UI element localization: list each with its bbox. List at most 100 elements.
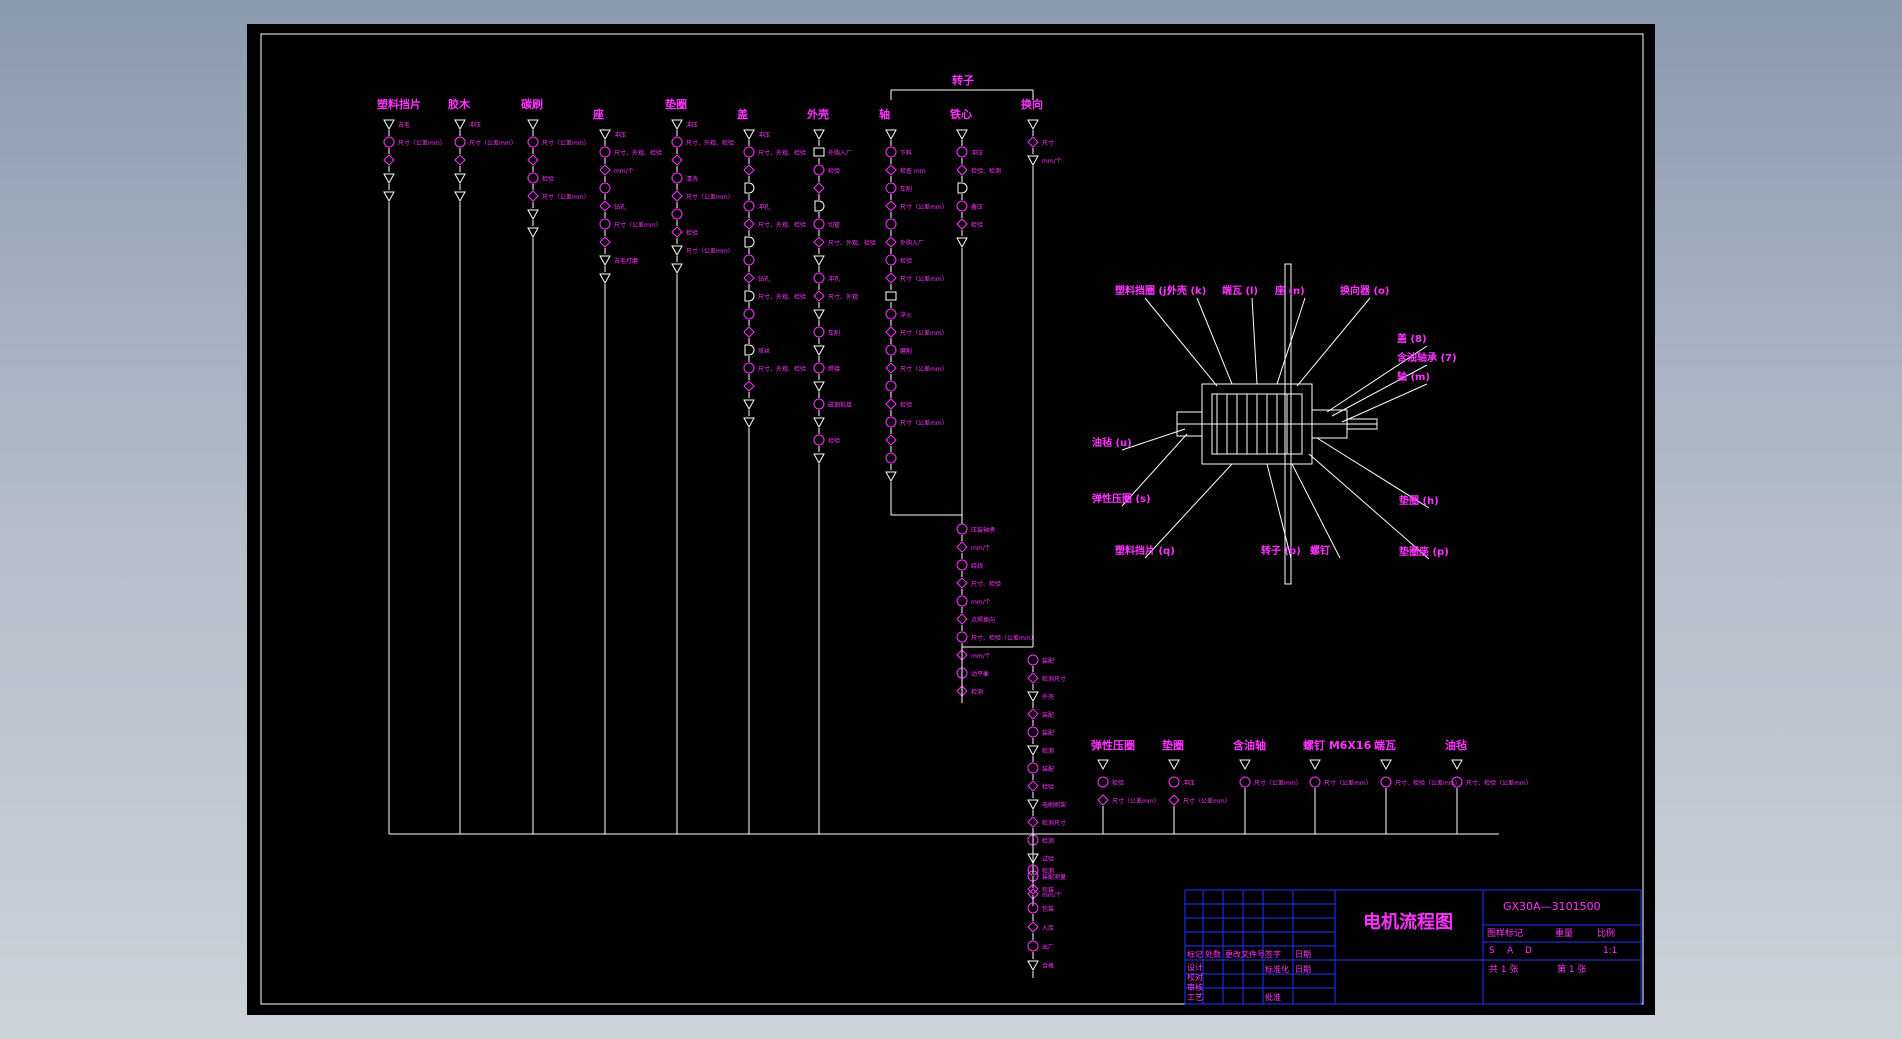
storage-symbol — [1239, 759, 1251, 771]
operation-symbol — [813, 326, 825, 338]
drawing-code: GX30A—3101500 — [1503, 900, 1601, 913]
inspection-symbol — [885, 434, 897, 446]
step-note: 尺寸（公差mm） — [900, 419, 948, 427]
revision-header: 处数 — [1205, 949, 1221, 959]
delay-symbol — [744, 236, 755, 248]
inspection-symbol — [1027, 780, 1039, 792]
operation-symbol — [885, 182, 897, 194]
storage-symbol — [743, 417, 755, 429]
part-label: 盖 (8) — [1397, 332, 1427, 345]
leader-line — [1121, 428, 1186, 451]
step-note: 尺寸（公差mm） — [900, 365, 948, 373]
part-callout: 弹性压圈 (s) — [1092, 433, 1188, 507]
step-note: 检测 — [1042, 747, 1054, 755]
step-note: mm/个 — [614, 168, 634, 175]
column-title: 弹性压圈 — [1091, 738, 1135, 752]
inspection-symbol — [813, 182, 825, 194]
inspection-symbol — [599, 200, 611, 212]
motor-assembly-drawing: 塑料挡圈 (j)外壳 (k)端瓦 (l)座 (n)换向器 (o)盖 (8)含油轴… — [1092, 263, 1457, 585]
step-note: 包装 — [1042, 886, 1054, 894]
step-note: mm/个 — [971, 653, 991, 660]
operation-symbol — [813, 434, 825, 446]
step-note: 钻孔 — [614, 203, 626, 211]
inspection-symbol — [956, 164, 968, 176]
step-note: 冲压 — [686, 121, 698, 129]
inspection-symbol — [743, 218, 755, 230]
inspection-symbol — [956, 218, 968, 230]
storage-symbol — [599, 273, 611, 285]
drawing-sheet[interactable]: 塑料挡片去毛尺寸（公差mm）胶木冲压尺寸（公差mm）碳刷尺寸（公差mm）检验尺寸… — [247, 24, 1655, 1015]
step-note: 去毛打磨 — [614, 257, 638, 265]
column-title: 座 — [592, 107, 604, 121]
part-callout: 塑料挡圈 (j) — [1115, 284, 1218, 387]
storage-symbol — [383, 191, 395, 203]
part-label: 垫圈 (h) — [1399, 494, 1439, 507]
step-note: 冲孔 — [758, 203, 770, 211]
inspection-symbol — [743, 272, 755, 284]
step-note: 尺寸、检验（公差mm） — [971, 634, 1037, 642]
part-callout: 盖 (8) — [1326, 332, 1428, 413]
part-callout: 外壳 (k) — [1166, 284, 1233, 385]
operation-symbol — [956, 523, 968, 535]
weight-header: 重量 — [1555, 927, 1573, 939]
operation-symbol — [956, 146, 968, 158]
operation-symbol — [1309, 776, 1321, 788]
storage-symbol — [383, 173, 395, 185]
column-title: 含油轴 — [1232, 738, 1266, 752]
delay-symbol — [814, 200, 825, 212]
step-note: mm/个 — [1042, 892, 1062, 899]
column-title: 垫圈 — [1162, 738, 1184, 752]
step-note: 尺寸（公差mm） — [542, 193, 590, 201]
inspection-symbol — [454, 154, 466, 166]
step-note: 叠压 — [971, 204, 983, 211]
step-note: 下料 — [900, 149, 912, 157]
operation-symbol — [1097, 776, 1109, 788]
step-note: 外购入厂 — [900, 239, 924, 247]
inspection-symbol — [1027, 883, 1039, 895]
leader-line — [1331, 364, 1428, 417]
storage-symbol — [599, 129, 611, 141]
part-callout: 塑料挡片 (q) — [1115, 463, 1233, 559]
column-title: 塑料挡片 — [377, 97, 421, 111]
inspection-symbol — [1027, 672, 1039, 684]
step-note: 尺寸、检验（公差mm） — [1395, 779, 1461, 787]
step-note: 检测尺寸 — [1042, 819, 1066, 827]
operation-symbol — [1027, 864, 1039, 876]
operation-symbol — [599, 146, 611, 158]
part-label: 轴 (m) — [1397, 370, 1430, 383]
step-note: 检验 — [542, 175, 554, 183]
transport-symbol — [813, 147, 825, 157]
step-note: 动平衡 — [971, 670, 989, 678]
step-note: 压装轴承 — [971, 526, 995, 534]
leader-line — [1296, 297, 1371, 387]
revision-header: 更改文件号 — [1225, 949, 1265, 959]
delay-symbol — [744, 344, 755, 356]
inspection-symbol — [1027, 136, 1039, 148]
storage-symbol — [1097, 759, 1109, 771]
storage-symbol — [813, 345, 825, 357]
operation-symbol — [885, 308, 897, 320]
part-label: 含油轴承 (7) — [1397, 351, 1457, 364]
step-note: mm/个 — [1042, 158, 1062, 165]
operation-symbol — [885, 254, 897, 266]
leader-line — [1144, 297, 1218, 387]
inspection-symbol — [743, 380, 755, 392]
step-note: 尺寸（公差mm） — [1254, 779, 1302, 787]
storage-symbol — [527, 227, 539, 239]
storage-symbol — [1027, 155, 1039, 167]
storage-symbol — [599, 255, 611, 267]
inspection-symbol — [671, 226, 683, 238]
operation-symbol — [813, 362, 825, 374]
storage-symbol — [1027, 691, 1039, 703]
step-note: 检验 — [900, 401, 912, 409]
sheet-total: 共 1 张 — [1489, 964, 1518, 975]
column-title: 换向 — [1021, 97, 1043, 111]
